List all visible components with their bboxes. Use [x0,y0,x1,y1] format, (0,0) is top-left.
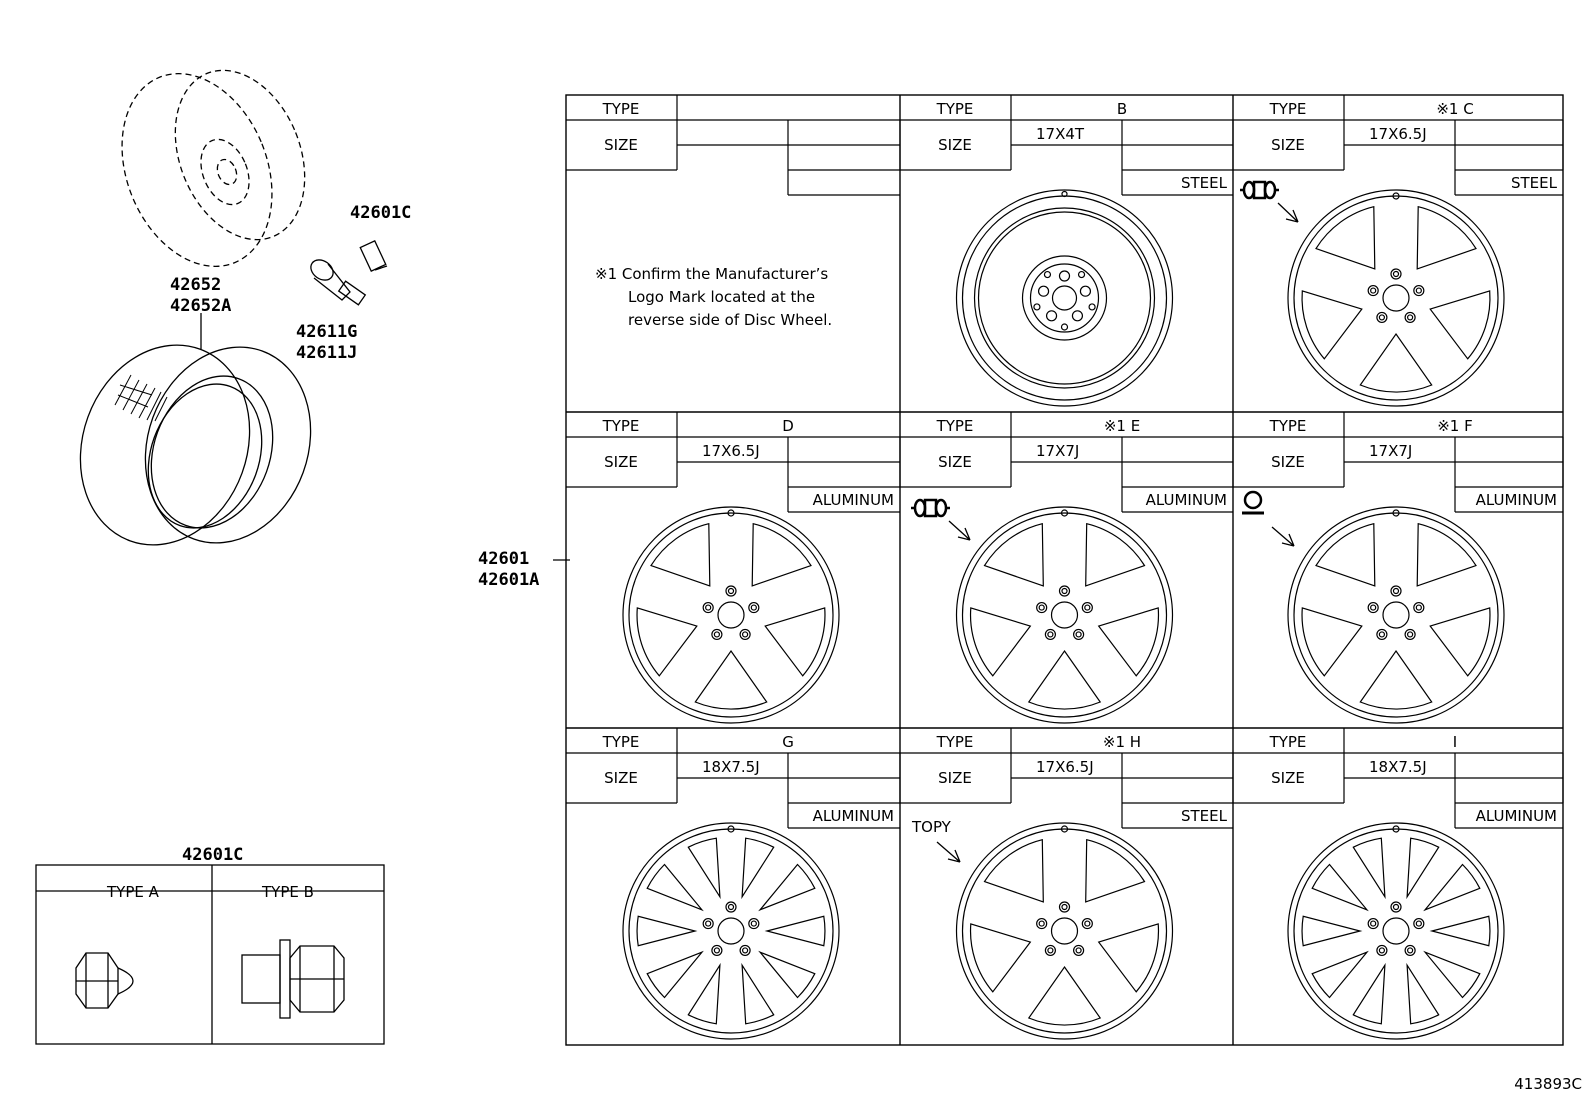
wheel-size-value: 18X7.5J [1369,758,1427,776]
arrow-c [1277,202,1299,223]
wheel-type-value: ※1 F [1437,417,1473,435]
wheel-material-value: ALUMINUM [813,807,894,825]
dumbbell-logo-icon [911,498,950,518]
size-label: SIZE [604,769,638,787]
valve-part-number-g: 42611G [296,322,358,342]
wheel-type-value: ※1 C [1436,100,1473,118]
nut-type-a-icon [75,952,134,1009]
wheel-drawing-2 [1287,189,1505,407]
cell-header-texts: TYPE SIZE TYPE SIZE B 17X4T STEEL TYPE SIZE ※1 C 1… [602,100,1558,836]
size-label: SIZE [1271,453,1305,471]
size-label: SIZE [1271,769,1305,787]
size-label: SIZE [604,136,638,154]
wheel-drawing-8 [1287,822,1505,1040]
cell-grid-7 [900,728,1234,829]
wheel-material-value: ALUMINUM [1476,491,1557,509]
type-label: TYPE [1269,733,1307,751]
size-label: SIZE [938,136,972,154]
tire-part-number: 42652 [170,275,222,295]
cell-header-grids [566,95,1564,829]
type-label: TYPE [936,100,974,118]
nut-type-b-icon [241,939,345,1019]
wheel-type-value: ※1 H [1103,733,1141,751]
wheel-nut-part-number: 42601C [182,845,244,865]
type-label: TYPE [602,733,640,751]
cell-grid-5 [1233,412,1564,513]
wheel-size-value: 17X6.5J [1369,125,1427,143]
wheel-drawing-5 [1287,506,1505,724]
arrow-h [936,841,961,863]
cell-grid-8 [1233,728,1564,829]
type-label: TYPE [936,733,974,751]
wheel-type-value: D [782,417,794,435]
wheel-material-value: ALUMINUM [1476,807,1557,825]
size-label: SIZE [938,769,972,787]
wheel-drawing-6 [622,822,840,1040]
disc-wheel-part-number-a: 42601A [478,570,540,590]
wheel-type-value: G [782,733,794,751]
topy-logo-text: TOPY [911,818,952,836]
tire-part-number-a: 42652A [170,296,232,316]
note-line-3: reverse side of Disc Wheel. [628,311,833,329]
nut-type-table [35,864,385,1045]
wheel-type-value: B [1117,100,1127,118]
type-label: TYPE [1269,100,1307,118]
wheel-type-value: I [1453,733,1457,751]
diagram-code: 413893C [1514,1075,1582,1093]
wheel-material-value: STEEL [1511,174,1558,192]
nut-type-a-label: TYPE A [106,883,160,901]
valve-part-number-j: 42611J [296,343,358,363]
disc-wheel-part-number: 42601 [478,549,530,569]
type-label: TYPE [602,417,640,435]
wheel-material-value: ALUMINUM [813,491,894,509]
wheel-drawings [622,189,1505,1040]
wheel-size-value: 17X7J [1036,442,1079,460]
ring-logo-icon [1242,490,1264,515]
size-label: SIZE [938,453,972,471]
type-label: TYPE [936,417,974,435]
cell-grid-0 [566,95,901,196]
note-line-2: Logo Mark located at the [628,288,816,306]
type-label: TYPE [602,100,640,118]
arrow-e [948,520,971,541]
arrow-f [1271,526,1295,547]
manufacturer-logo-note: ※1 Confirm the Manufacturer’s Logo Mark … [595,263,832,332]
valve-cap-part [359,239,388,273]
cell-grid-1 [900,95,1234,196]
wheel-material-value: STEEL [1181,807,1228,825]
valve-cap-part-number: 42601C [350,203,412,223]
type-label: TYPE [1269,417,1307,435]
wheel-drawing-4 [955,506,1174,724]
tire-part [79,344,312,546]
dumbbell-logo-icon [1240,180,1279,200]
wheel-size-value: 17X6.5J [702,442,760,460]
wheel-type-value: ※1 E [1104,417,1140,435]
wheel-drawing-3 [622,506,840,724]
note-line-1: ※1 Confirm the Manufacturer’s [595,265,829,283]
cell-grid-2 [1233,95,1564,196]
wheel-size-value: 17X7J [1369,442,1412,460]
logo-pointer-arrows [936,202,1299,863]
wheel-material-value: ALUMINUM [1146,491,1227,509]
tire-valve-part [310,259,367,306]
wheel-type-table-grid [565,94,1564,1046]
nut-type-b-label: TYPE B [261,883,314,901]
size-label: SIZE [1271,136,1305,154]
wheel-drawing-1 [955,189,1174,407]
cell-grid-6 [566,728,901,829]
wheel-material-value: STEEL [1181,174,1228,192]
wheel-drawing-7 [955,822,1174,1040]
wheel-size-value: 18X7.5J [702,758,760,776]
size-label: SIZE [604,453,638,471]
wheel-size-value: 17X6.5J [1036,758,1094,776]
cell-grid-3 [566,412,901,513]
cell-grid-4 [900,412,1234,513]
dashed-tire-outline [121,69,306,268]
wheel-size-value: 17X4T [1036,125,1085,143]
